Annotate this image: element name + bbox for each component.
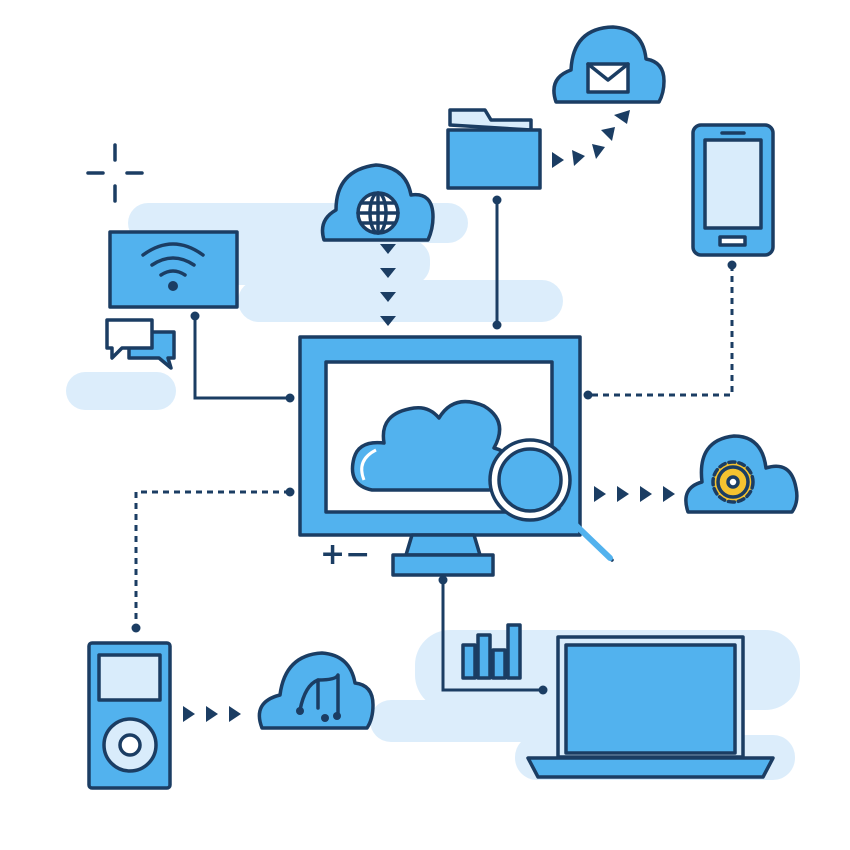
- arrows-to-gear-cloud: [594, 486, 675, 502]
- mail-cloud-icon: [552, 25, 666, 104]
- monitor-symbols: +−: [320, 537, 370, 572]
- folder-icon: [446, 108, 542, 190]
- globe-cloud-icon: [320, 163, 435, 242]
- arrows-to-music-cloud: [183, 706, 241, 722]
- connectors: [131, 195, 737, 695]
- music-cloud-icon: [257, 651, 375, 730]
- music-note-icon: [296, 673, 341, 722]
- bar-chart-icon: [461, 623, 522, 680]
- gear-cloud-icon: [684, 434, 799, 514]
- crosshair-icon: [86, 143, 144, 203]
- chat-bubbles-icon: [105, 318, 176, 370]
- magnifier-icon: [488, 438, 614, 562]
- down-arrows: [380, 244, 396, 326]
- smartphone-icon: [691, 123, 775, 257]
- laptop-icon: [526, 635, 775, 779]
- gear-icon: [711, 460, 755, 504]
- tablet-wifi-icon: [108, 230, 239, 309]
- music-player-icon: [87, 641, 172, 790]
- arrows-to-mail-cloud: [552, 110, 630, 168]
